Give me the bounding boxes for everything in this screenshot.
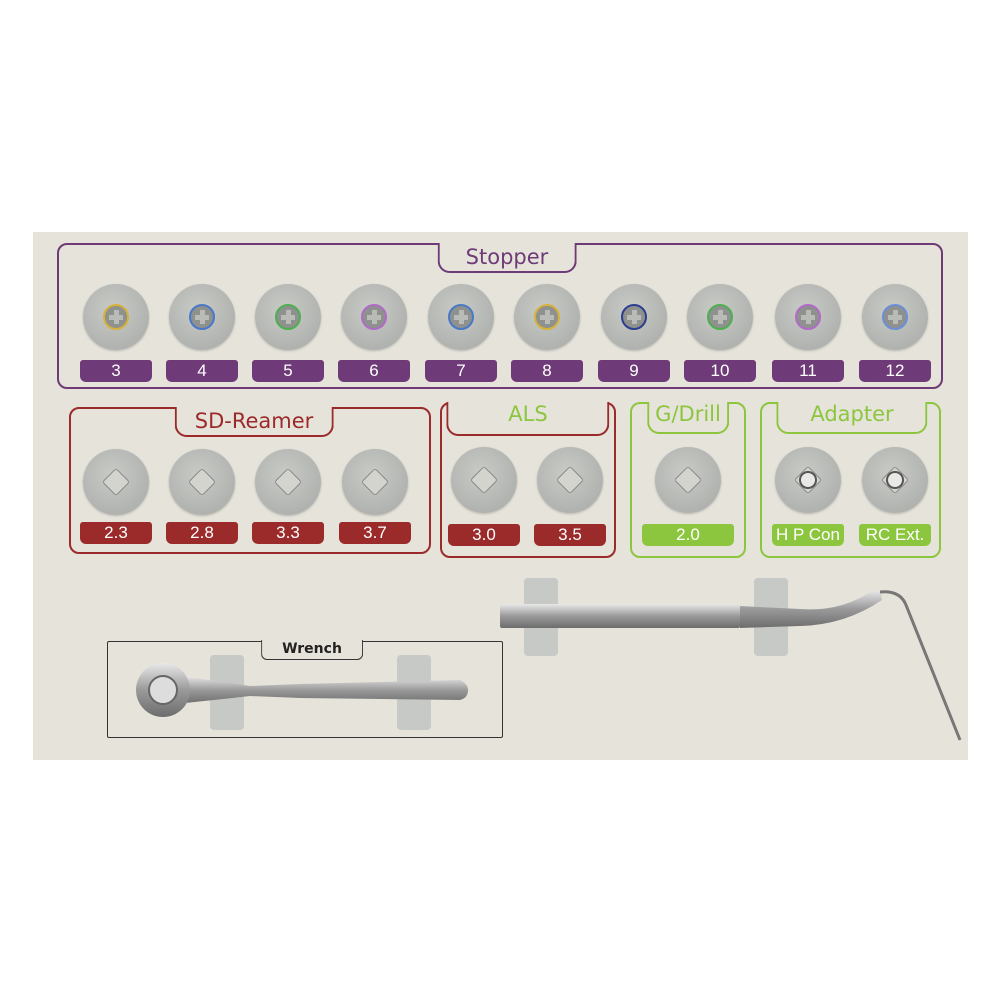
als-title: ALS xyxy=(446,402,610,436)
cross-slot-icon xyxy=(540,310,554,324)
stopper-section: Stopper xyxy=(57,243,943,389)
cross-slot-icon xyxy=(367,310,381,324)
stopper-size-label: 8 xyxy=(511,360,583,382)
drill-size-label: 2.0 xyxy=(642,524,734,546)
reamer-socket xyxy=(255,449,321,515)
cross-slot-icon xyxy=(281,310,295,324)
stopper-size-label: 4 xyxy=(166,360,238,382)
cross-slot-icon xyxy=(801,310,815,324)
sd-reamer-title: SD-Reamer xyxy=(174,407,334,437)
stopper-socket xyxy=(255,284,321,350)
stopper-socket xyxy=(83,284,149,350)
g-drill-title: G/Drill xyxy=(647,402,729,434)
stopper-socket xyxy=(775,284,841,350)
stopper-size-label: 5 xyxy=(252,360,324,382)
als-size-label: 3.5 xyxy=(534,524,606,546)
stopper-size-label: 12 xyxy=(859,360,931,382)
stopper-size-label: 11 xyxy=(772,360,844,382)
color-ring-icon xyxy=(621,304,647,330)
stopper-size-label: 10 xyxy=(684,360,756,382)
stopper-socket xyxy=(341,284,407,350)
wrench-title: Wrench xyxy=(261,640,363,660)
reamer-size-label: 2.3 xyxy=(80,522,152,544)
stopper-socket xyxy=(169,284,235,350)
reamer-socket xyxy=(169,449,235,515)
wrench-section: Wrench xyxy=(107,640,503,738)
als-size-label: 3.0 xyxy=(448,524,520,546)
reamer-socket xyxy=(342,449,408,515)
adapter-pin-icon xyxy=(799,471,817,489)
stopper-size-label: 3 xyxy=(80,360,152,382)
cross-slot-icon xyxy=(109,310,123,324)
als-section: ALS xyxy=(440,402,616,558)
cross-slot-icon xyxy=(627,310,641,324)
stopper-socket xyxy=(687,284,753,350)
reamer-size-label: 3.7 xyxy=(339,522,411,544)
stopper-socket xyxy=(428,284,494,350)
adapter-socket xyxy=(862,447,928,513)
stopper-size-label: 7 xyxy=(425,360,497,382)
sd-reamer-section: SD-Reamer xyxy=(69,407,431,554)
adapter-size-label: H P Con xyxy=(772,524,844,546)
adapter-pin-icon xyxy=(886,471,904,489)
stopper-size-label: 9 xyxy=(598,360,670,382)
adapter-socket xyxy=(775,447,841,513)
color-ring-icon xyxy=(361,304,387,330)
color-ring-icon xyxy=(534,304,560,330)
reamer-size-label: 3.3 xyxy=(252,522,324,544)
drill-socket xyxy=(655,447,721,513)
stopper-socket xyxy=(862,284,928,350)
color-ring-icon xyxy=(189,304,215,330)
color-ring-icon xyxy=(103,304,129,330)
cross-slot-icon xyxy=(195,310,209,324)
adapter-title: Adapter xyxy=(776,402,928,434)
stopper-socket xyxy=(514,284,580,350)
reamer-socket xyxy=(83,449,149,515)
stopper-title: Stopper xyxy=(437,243,577,273)
stopper-size-label: 6 xyxy=(338,360,410,382)
stopper-socket xyxy=(601,284,667,350)
cross-slot-icon xyxy=(888,310,902,324)
als-socket xyxy=(451,447,517,513)
reamer-size-label: 2.8 xyxy=(166,522,238,544)
cross-slot-icon xyxy=(454,310,468,324)
adapter-section: Adapter xyxy=(760,402,941,558)
adapter-size-label: RC Ext. xyxy=(859,524,931,546)
cross-slot-icon xyxy=(713,310,727,324)
g-drill-section: G/Drill xyxy=(630,402,746,558)
als-socket xyxy=(537,447,603,513)
